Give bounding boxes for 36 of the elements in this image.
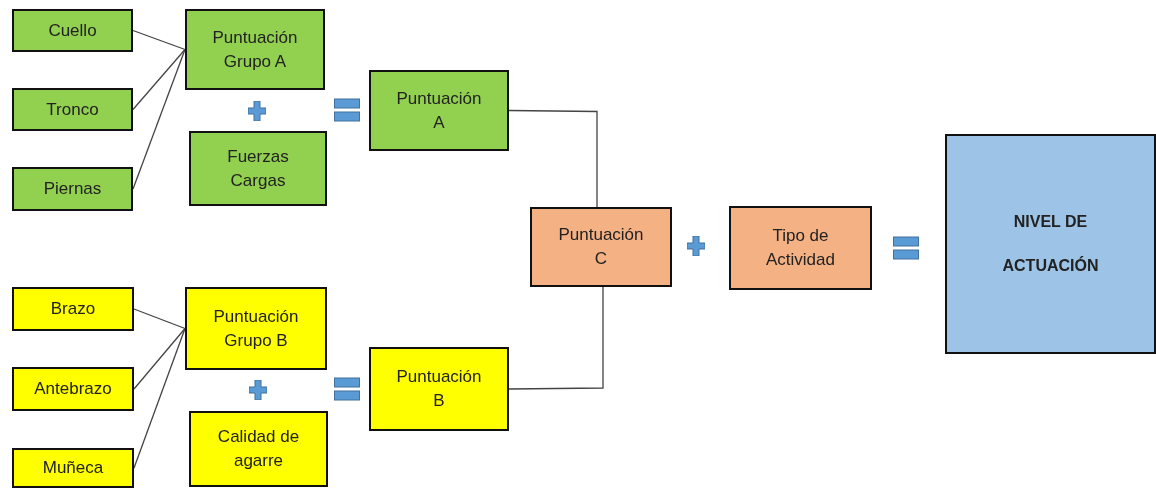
box-label: Muñeca	[42, 457, 104, 479]
result-box	[945, 134, 1156, 354]
connector-line	[133, 327, 186, 390]
score-box	[12, 287, 134, 331]
score-box	[729, 206, 872, 290]
box-label: Calidad de agarre	[216, 426, 301, 472]
box-label: Cuello	[48, 19, 97, 42]
score-box	[530, 207, 672, 287]
score-box	[369, 347, 509, 431]
score-box	[189, 411, 328, 487]
connector-line	[508, 286, 604, 390]
box-label: Puntuación A	[395, 87, 483, 134]
score-box	[12, 9, 133, 52]
box-label: Puntuación C	[557, 224, 645, 270]
connector-line	[133, 308, 186, 330]
score-box	[189, 131, 327, 206]
box-label: NIVEL DE ACTUACIÓN	[1001, 212, 1100, 276]
connector-line	[132, 48, 186, 111]
score-box	[12, 167, 133, 211]
score-box	[369, 70, 509, 151]
box-label: Antebrazo	[34, 378, 112, 400]
connector-line	[132, 29, 186, 51]
score-box	[12, 448, 134, 488]
box-label: Tipo de Actividad	[765, 225, 836, 271]
box-label: Puntuación Grupo A	[211, 26, 299, 73]
score-box	[12, 367, 134, 411]
box-label: Fuerzas Cargas	[226, 145, 290, 192]
box-label: Piernas	[43, 178, 102, 200]
box-label: Brazo	[50, 298, 96, 320]
score-box	[185, 9, 325, 90]
box-label: Puntuación Grupo B	[212, 305, 300, 352]
connector-line	[508, 109, 598, 208]
score-box	[185, 287, 327, 370]
score-box	[12, 88, 133, 131]
box-label: Tronco	[46, 98, 99, 121]
box-label: Puntuación B	[395, 366, 483, 412]
